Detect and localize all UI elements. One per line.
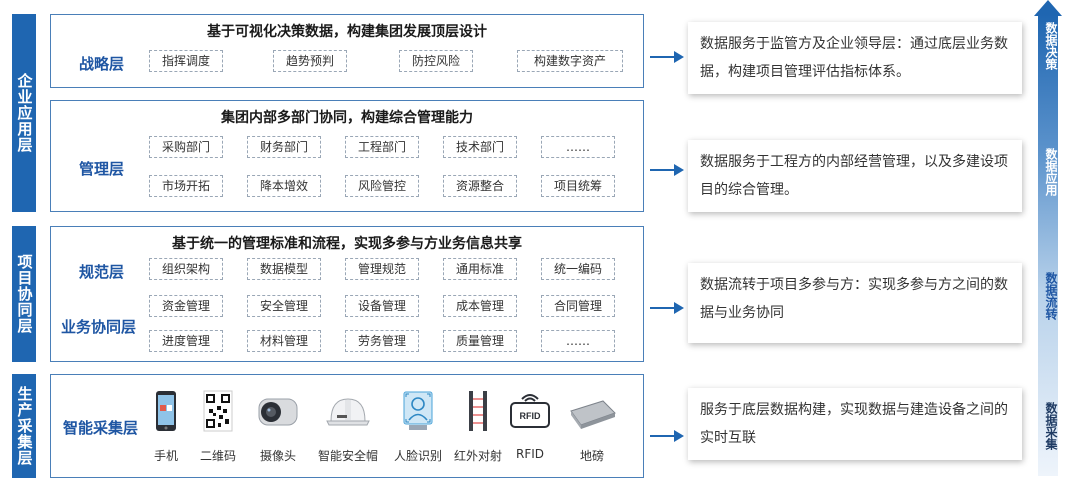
business-tag: 合同管理 [541,295,615,317]
qrcode-icon [203,390,233,432]
strategy-layer-box: 基于可视化决策数据，构建集团发展顶层设计 战略层 指挥调度 趋势预判 防控风险 … [50,14,644,88]
arrow-line [650,169,676,171]
strategy-tag: 趋势预判 [273,50,347,72]
arrow-right-icon [674,430,684,442]
device-phone: 手机 [131,389,201,464]
business-tag: 安全管理 [247,295,321,317]
bar-arrow-up-icon [1034,0,1062,16]
standard-tag: 通用标准 [443,258,517,280]
strategy-tag: 防控风险 [399,50,473,72]
business-tag: 材料管理 [247,330,321,352]
management-tag: …… [541,136,615,158]
device-label: 二维码 [199,449,236,463]
strategy-tag: 指挥调度 [149,50,223,72]
arrow-right-icon [674,164,684,176]
management-tag: 工程部门 [345,136,419,158]
infrared-icon [469,391,487,431]
standard-layer-title: 基于统一的管理标准和流程，实现多参与方业务信息共享 [172,236,522,252]
device-label: 人脸识别 [393,449,442,463]
business-tag: 设备管理 [345,295,419,317]
business-tag: …… [541,330,615,352]
management-layer-box: 集团内部多部门协同，构建综合管理能力 管理层 采购部门 财务部门 工程部门 技术… [50,100,644,212]
business-tag: 劳务管理 [345,330,419,352]
standard-tag: 统一编码 [541,258,615,280]
strategy-layer-name: 战略层 [79,55,125,73]
device-camera: 摄像头 [243,389,313,464]
strategy-layer-title: 基于可视化决策数据，构建集团发展顶层设计 [207,24,487,40]
device-infrared: 红外对射 [443,389,513,464]
device-scale: 地磅 [557,389,627,464]
device-label: 摄像头 [259,449,296,463]
project-layer-label: 项目协同层 [12,226,36,362]
collection-layer-box: 智能采集层 手机 二维码 [50,374,644,478]
rfid-icon: RFID [510,394,550,428]
management-tag: 技术部门 [443,136,517,158]
standard-tag: 数据模型 [247,258,321,280]
data-flow-bar [1038,14,1058,476]
business-tag: 质量管理 [443,330,517,352]
description-collaboration: 数据流转于项目多参与方：实现多参与方之间的数据与业务协同 [688,263,1022,343]
device-label: RFID [515,447,545,461]
device-face-recognition: 人脸识别 [383,389,453,464]
management-tag: 市场开拓 [149,175,223,197]
rfid-icon-text: RFID [520,411,541,421]
scale-icon [570,400,616,429]
arrow-line [650,435,676,437]
production-layer-label: 生产采集层 [12,374,36,478]
enterprise-layer-label: 企业应用层 [12,14,36,212]
device-label: 智能安全帽 [317,449,378,463]
device-label: 手机 [153,449,178,463]
management-tag: 降本增效 [247,175,321,197]
management-tag: 风险管控 [345,175,419,197]
device-rfid: RFID RFID [495,389,565,461]
phone-icon [156,391,176,431]
description-strategy: 数据服务于监管方及企业领导层：通过底层业务数据，构建项目管理评估指标体系。 [688,22,1022,94]
arrow-right-icon [674,302,684,314]
business-tag: 进度管理 [149,330,223,352]
device-label: 红外对射 [453,449,502,463]
device-label: 地磅 [579,449,604,463]
bar-label-collection: 数据采集 [1044,402,1058,450]
bar-label-application: 数据应用 [1044,148,1058,196]
business-tag: 成本管理 [443,295,517,317]
strategy-tag: 构建数字资产 [517,50,623,72]
business-tag: 资金管理 [149,295,223,317]
management-layer-name: 管理层 [79,160,125,178]
management-tag: 采购部门 [149,136,223,158]
arrow-line [650,307,676,309]
management-tag: 财务部门 [247,136,321,158]
business-collab-layer-name: 业务协同层 [61,318,137,336]
description-management: 数据服务于工程方的内部经营管理，以及多建设项目的综合管理。 [688,140,1022,212]
description-collection: 服务于底层数据构建，实现数据与建造设备之间的实时互联 [688,388,1022,460]
bar-label-decision: 数据决策 [1044,22,1058,70]
management-tag: 项目统筹 [541,175,615,197]
face-recognition-icon [403,391,433,430]
management-layer-title: 集团内部多部门协同，构建综合管理能力 [221,110,473,126]
standard-layer-box: 基于统一的管理标准和流程，实现多参与方业务信息共享 规范层 业务协同层 组织架构… [50,226,644,362]
arrow-right-icon [674,51,684,63]
device-qrcode: 二维码 [183,389,253,464]
standard-tag: 管理规范 [345,258,419,280]
collection-layer-name: 智能采集层 [63,419,139,437]
standard-layer-name: 规范层 [79,263,125,281]
device-helmet: 智能安全帽 [313,389,383,464]
management-tag: 资源整合 [443,175,517,197]
bar-label-flow: 数据流转 [1044,272,1058,320]
camera-icon [258,398,298,426]
arrow-line [650,56,676,58]
helmet-icon [326,398,370,426]
standard-tag: 组织架构 [149,258,223,280]
